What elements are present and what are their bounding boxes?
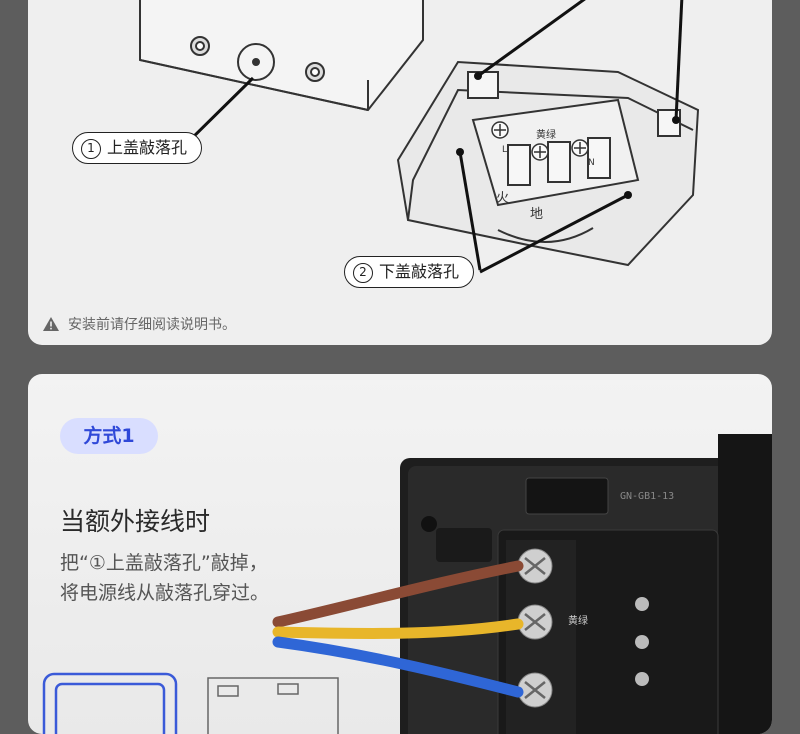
terminal-screw-icons [491, 121, 589, 161]
warning-icon [42, 316, 60, 336]
knockout-diagram: 黄绿 L N 火 地 [139, 0, 700, 274]
method-headline: 当额外接线时 [60, 507, 211, 536]
method-card: 方式1 当额外接线时 把“①上盖敲落孔”敲掉， 将电源线从敲落孔穿过。 [28, 374, 772, 734]
callout-label: 下盖敲落孔 [379, 262, 460, 281]
knockout-hole-icon [237, 43, 275, 81]
terminal-block [497, 529, 719, 734]
small-box-illustration-gray [207, 677, 339, 734]
method-description: 把“①上盖敲落孔”敲掉， 将电源线从敲落孔穿过。 [60, 548, 269, 608]
terminal-label: 黄绿 [568, 614, 588, 627]
callout-number: 2 [353, 263, 373, 283]
notice-text: 安装前请仔细阅读说明书。 [42, 314, 236, 336]
terminal-label-ground: 地 [530, 207, 543, 222]
wires [272, 560, 524, 698]
terminal-label-center: 黄绿 [536, 128, 556, 141]
terminal-label-fire: 火 [496, 191, 509, 206]
description-line-1: 把“①上盖敲落孔”敲掉， [60, 552, 268, 574]
terminal-label-left: L [502, 145, 507, 155]
installation-diagram-card: 黄绿 L N 火 地 1 上盖敲落孔 2 下盖敲落孔 安装前请仔细阅读说明书。 [28, 0, 772, 345]
notice-label: 安装前请仔细阅读说明书。 [68, 317, 236, 333]
callout-bottom-knockout: 2 下盖敲落孔 [344, 256, 475, 288]
bottom-box-illustration [396, 60, 700, 267]
small-box-illustration-blue [42, 672, 178, 734]
method-badge: 方式1 [60, 418, 158, 454]
model-code: GN-GB1-13 [620, 491, 674, 502]
wiring-photo-illustration: GN-GB1-13 黄绿 [42, 434, 772, 734]
callout-label: 上盖敲落孔 [107, 138, 188, 157]
wire-yellow [272, 618, 524, 640]
terminal-label-right: N [588, 158, 595, 168]
description-line-2: 将电源线从敲落孔穿过。 [60, 582, 270, 604]
callout-top-knockout: 1 上盖敲落孔 [72, 132, 203, 164]
callout-number: 1 [81, 139, 101, 159]
wire-brown [272, 560, 524, 628]
top-cover-illustration [139, 0, 424, 112]
wire-blue [272, 636, 524, 698]
